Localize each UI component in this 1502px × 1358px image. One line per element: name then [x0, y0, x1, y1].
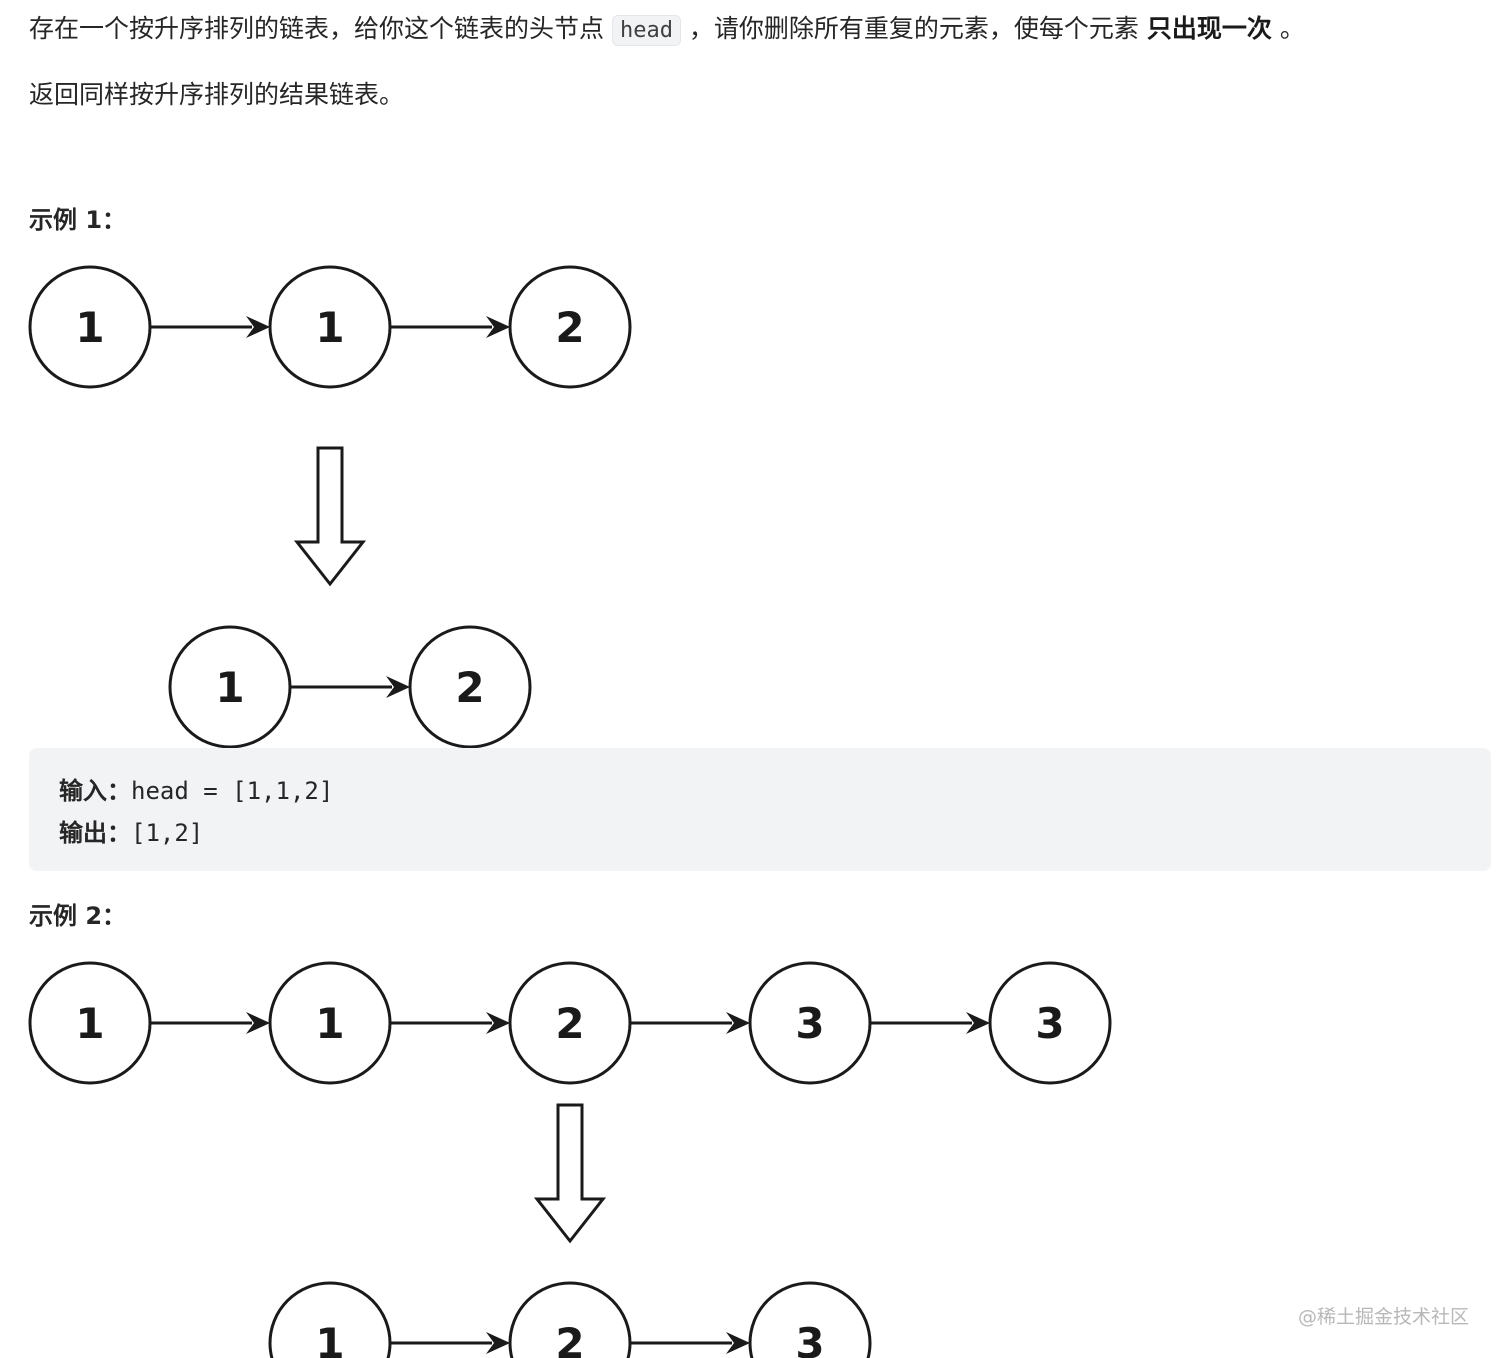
example-2-output-node-2-label: 2: [555, 1319, 584, 1358]
example-1-input-node-3-label: 2: [555, 303, 584, 352]
example-2-output-node-3: [748, 1281, 872, 1358]
example-2-input-node-3-label: 2: [555, 999, 584, 1048]
problem-description-line-2: 返回同样按升序排列的结果链表。: [29, 80, 405, 109]
example-1-diagram: 1 1 2 1 2: [28, 265, 632, 749]
example-1-output-line: 输出：[1,2]: [59, 812, 1461, 854]
inline-code-head: head: [611, 15, 681, 46]
example-2-input-arrowhead-2: [486, 1012, 510, 1034]
problem-description-line-1: 存在一个按升序排列的链表，给你这个链表的头节点 head ，请你删除所有重复的元…: [29, 12, 1305, 48]
description-text-middle: ，请你删除所有重复的元素，使每个元素: [688, 14, 1139, 43]
example-1-output-node-2: [408, 625, 532, 749]
example-1-input-node-3: [508, 265, 632, 389]
example-2-diagram: 1 1 2 3 3 1 2 3: [28, 961, 1112, 1358]
example-2-output-node-3-label: 3: [795, 1319, 824, 1358]
input-label: 输入：: [59, 777, 131, 805]
example-2-input-node-4: [748, 961, 872, 1085]
example-1-input-arrowhead-1: [246, 316, 270, 338]
description-text-end: 。: [1279, 14, 1305, 43]
input-value: head = [1,1,2]: [131, 777, 334, 805]
example-2-input-arrowhead-4: [966, 1012, 990, 1034]
example-2-input-node-3: [508, 961, 632, 1085]
example-2-output-node-1-label: 1: [315, 1319, 344, 1358]
example-1-input-node-1: [28, 265, 152, 389]
output-value: [1,2]: [131, 819, 204, 847]
example-2-input-node-4-label: 3: [795, 999, 824, 1048]
example-1-output-node-1-label: 1: [215, 663, 244, 712]
example-1-output-arrowhead-1: [386, 676, 410, 698]
description-text-start: 存在一个按升序排列的链表，给你这个链表的头节点: [29, 14, 605, 43]
example-1-transform-arrow: [293, 446, 367, 587]
output-label: 输出：: [59, 819, 131, 847]
example-2-input-node-5: [988, 961, 1112, 1085]
example-2-output-arrowhead-1: [486, 1332, 510, 1354]
example-1-output-node-1: [168, 625, 292, 749]
example-2-output-node-1: [268, 1281, 392, 1358]
example-2-heading: 示例 2：: [29, 902, 127, 930]
example-2-input-node-1-label: 1: [75, 999, 104, 1048]
example-1-output-node-2-label: 2: [455, 663, 484, 712]
example-1-code-block: 输入：head = [1,1,2] 输出：[1,2]: [29, 748, 1491, 871]
example-1-input-arrowhead-2: [486, 316, 510, 338]
example-2-input-arrowhead-3: [726, 1012, 750, 1034]
example-2-output-arrowhead-2: [726, 1332, 750, 1354]
emphasis-text: 只出现一次: [1146, 14, 1272, 43]
watermark: @稀土掘金技术社区: [1297, 1306, 1469, 1328]
example-1-input-node-1-label: 1: [75, 303, 104, 352]
example-2-input-node-2-label: 1: [315, 999, 344, 1048]
example-1-heading: 示例 1：: [29, 206, 127, 234]
example-2-input-arrowhead-1: [246, 1012, 270, 1034]
example-2-input-node-2: [268, 961, 392, 1085]
example-2-input-node-1: [28, 961, 152, 1085]
example-1-input-node-2: [268, 265, 392, 389]
example-2-input-node-5-label: 3: [1035, 999, 1064, 1048]
example-1-input-node-2-label: 1: [315, 303, 344, 352]
example-2-transform-arrow: [533, 1103, 607, 1244]
example-1-input-line: 输入：head = [1,1,2]: [59, 770, 1461, 812]
example-2-output-node-2: [508, 1281, 632, 1358]
